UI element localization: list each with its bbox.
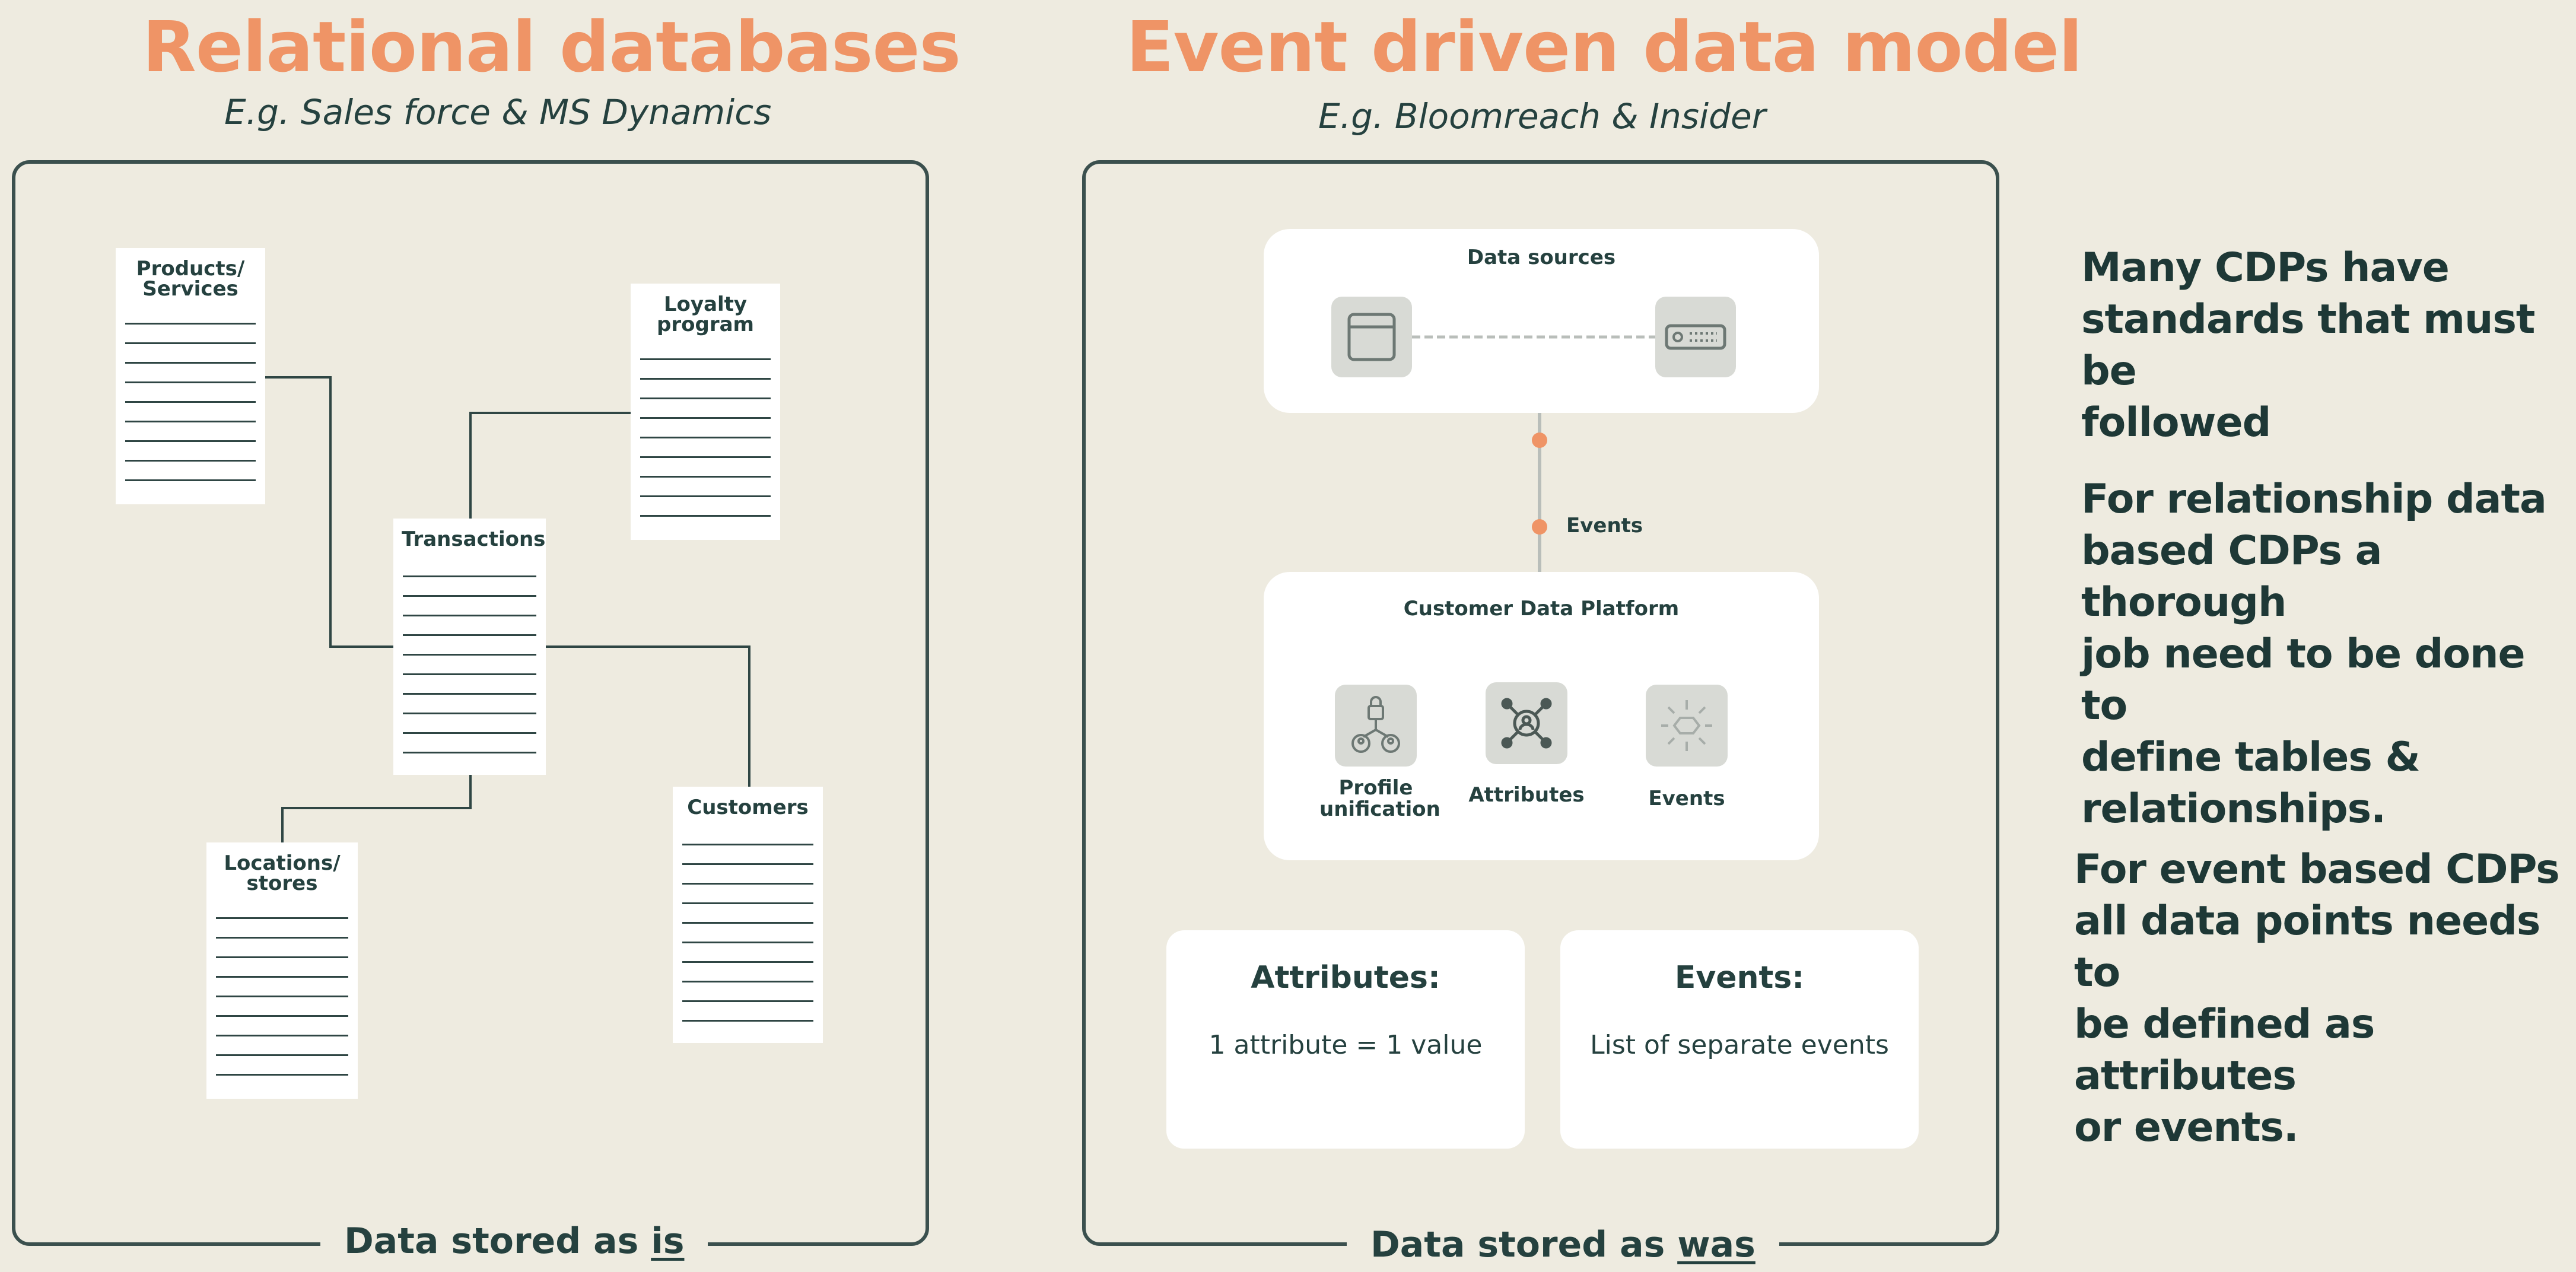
transactions-table-rows <box>403 558 536 764</box>
customers-table: Customers <box>673 787 823 1043</box>
customers-table-rows <box>682 826 813 1032</box>
loyalty-program-table-title: Loyalty program <box>657 292 754 336</box>
events-card-body: List of separate events <box>1590 1030 1889 1060</box>
note-cdp-standards: Many CDPs have standards that must be fo… <box>2081 244 2535 446</box>
customers-table-title: Customers <box>687 796 809 819</box>
transactions-table-title: Transactions <box>402 527 546 551</box>
events-card-title: Events: <box>1674 960 1805 996</box>
relational-footer-label: Data stored as is <box>320 1217 708 1265</box>
connector-dot-upper <box>1532 433 1547 448</box>
cdp-item-profile-unification: Profile unification <box>1319 776 1440 821</box>
browser-window-icon <box>1331 297 1412 377</box>
locations-stores-table-rows <box>216 899 348 1088</box>
event-driven-subtitle: E.g. Bloomreach & Insider <box>1318 96 1766 136</box>
server-device-icon <box>1655 297 1736 377</box>
loyalty-program-table-rows <box>640 341 771 529</box>
event-driven-footer-prefix: Data stored as <box>1370 1224 1678 1265</box>
relational-footer-emphasis: is <box>651 1220 685 1262</box>
note-event-based-cdps: For event based CDPs all data points nee… <box>2074 846 2560 1151</box>
relational-databases-subtitle: E.g. Sales force & MS Dynamics <box>224 92 772 132</box>
products-services-table: Products/ Services <box>116 248 265 504</box>
locations-stores-table: Locations/ stores <box>206 842 358 1099</box>
customer-data-platform-title: Customer Data Platform <box>1403 597 1680 621</box>
attributes-network-icon <box>1486 682 1567 764</box>
data-sources-title: Data sources <box>1467 246 1616 269</box>
profile-unification-icon <box>1335 685 1417 767</box>
attributes-card-body: 1 attribute = 1 value <box>1209 1030 1483 1060</box>
loyalty-program-table: Loyalty program <box>631 284 780 540</box>
relational-databases-title: Relational databases <box>142 6 961 88</box>
cdp-item-events: Events <box>1648 787 1725 810</box>
connector-dot-lower <box>1532 519 1547 535</box>
attributes-card-title: Attributes: <box>1251 960 1440 996</box>
products-services-table-title: Products/ Services <box>136 257 245 301</box>
data-sources-box: Data sources <box>1264 229 1819 413</box>
event-driven-footer-emphasis: was <box>1677 1224 1756 1265</box>
loyalty-transactions-connector <box>469 412 631 519</box>
products-transactions-connector <box>265 376 393 648</box>
transactions-table: Transactions <box>393 519 546 775</box>
event-driven-footer-label: Data stored as was <box>1347 1221 1779 1268</box>
attributes-card: Attributes: 1 attribute = 1 value <box>1166 930 1525 1149</box>
products-services-table-rows <box>125 305 256 494</box>
events-connector-label: Events <box>1566 514 1643 538</box>
events-sun-icon <box>1646 685 1728 767</box>
locations-stores-table-title: Locations/ stores <box>224 851 341 895</box>
transactions-customers-connector <box>546 645 750 787</box>
events-card: Events: List of separate events <box>1560 930 1919 1149</box>
relational-footer-prefix: Data stored as <box>344 1220 651 1262</box>
data-sources-link-line <box>1412 335 1655 339</box>
transactions-locations-connector <box>281 775 472 842</box>
events-connector <box>1532 409 1547 575</box>
cdp-item-attributes: Attributes <box>1468 783 1585 807</box>
table-relationship-lines <box>265 376 750 842</box>
note-relationship-cdps: For relationship data based CDPs a thoro… <box>2081 476 2547 832</box>
event-driven-title: Event driven data model <box>1126 6 2082 88</box>
customer-data-platform-box: Customer Data Platform Profile unificati… <box>1264 572 1819 860</box>
